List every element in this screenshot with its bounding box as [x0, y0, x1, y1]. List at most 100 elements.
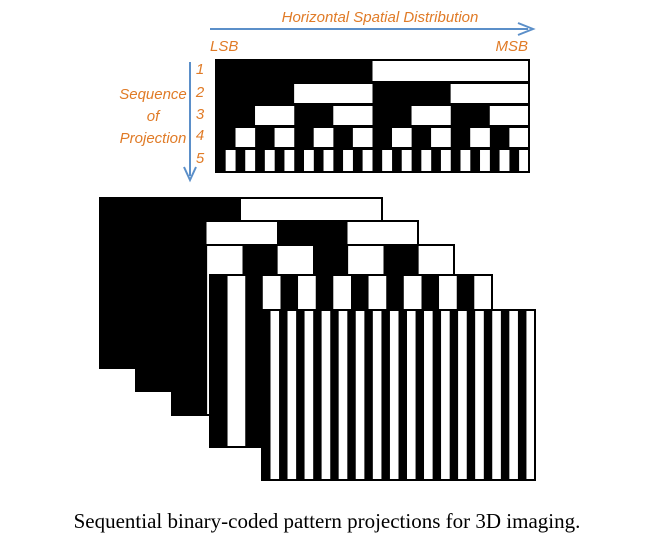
projection-frame-5-stripe-21	[432, 310, 442, 480]
pattern-row-5-stripe-27	[470, 149, 481, 172]
pattern-row-2-stripe-3	[372, 83, 451, 104]
projection-frame-5-stripe-27	[483, 310, 493, 480]
pattern-row-3-stripe-3	[294, 105, 334, 126]
projection-frame-5-stripe-20	[424, 310, 433, 480]
projection-frame-5-stripe-11	[347, 310, 356, 480]
projection-frame-5-stripe-7	[313, 310, 322, 480]
pattern-row-4-stripe-2	[235, 127, 256, 148]
pattern-row-4-stripe-1	[216, 127, 236, 148]
pattern-row-5-stripe-20	[401, 149, 412, 172]
pattern-row-5	[215, 148, 530, 173]
sequence-label-line-2: of	[147, 108, 161, 125]
projection-frame-5-stripe-15	[381, 310, 390, 480]
projection-frame-5-stripe-32	[526, 310, 535, 480]
projection-frame-5-stripe-18	[407, 310, 416, 480]
pattern-row-5-stripe-15	[352, 149, 363, 172]
pattern-row-4-stripe-11	[411, 127, 432, 148]
lsb-label: LSB	[210, 38, 238, 55]
pattern-row-5-stripe-14	[343, 149, 353, 172]
projection-frame-4-stripe-1	[210, 275, 228, 447]
pattern-row-5-stripe-10	[304, 149, 314, 172]
pattern-row-1-stripe-2	[372, 60, 529, 82]
projection-frame-5-stripe-10	[338, 310, 348, 480]
projection-frame-5-stripe-6	[304, 310, 314, 480]
msb-label: MSB	[495, 38, 528, 55]
pattern-row-4-stripe-16	[509, 127, 529, 148]
pattern-row-3-stripe-4	[333, 105, 373, 126]
projection-frame-5	[261, 309, 536, 481]
pattern-row-5-stripe-8	[284, 149, 295, 172]
pattern-row-4-stripe-8	[352, 127, 373, 148]
pattern-row-4-stripe-13	[450, 127, 471, 148]
projection-frame-5-stripe-8	[321, 310, 331, 480]
pattern-row-4-stripe-9	[372, 127, 393, 148]
figure-caption: Sequential binary-coded pattern projecti…	[73, 509, 581, 533]
pattern-row-2-stripe-1	[216, 83, 295, 104]
projection-frame-3-stripe-1	[172, 245, 208, 415]
sequence-label-line-3: Projection	[120, 130, 187, 147]
projection-frame-5-stripe-30	[509, 310, 518, 480]
pattern-row-4-stripe-4	[274, 127, 295, 148]
pattern-row-5-stripe-9	[294, 149, 305, 172]
pattern-row-5-stripe-5	[255, 149, 265, 172]
row-number-5: 5	[196, 150, 205, 167]
projection-frame-5-stripe-9	[330, 310, 339, 480]
pattern-row-5-stripe-17	[372, 149, 383, 172]
pattern-row-5-stripe-19	[392, 149, 402, 172]
vertical-arrow-head	[183, 166, 197, 183]
projection-frame-5-stripe-1	[262, 310, 271, 480]
pattern-row-5-stripe-18	[382, 149, 393, 172]
projection-frame-5-stripe-24	[458, 310, 467, 480]
projection-frame-5-stripe-5	[296, 310, 305, 480]
pattern-row-5-stripe-28	[480, 149, 490, 172]
projection-frame-5-stripe-23	[449, 310, 459, 480]
projection-frame-5-stripe-2	[270, 310, 280, 480]
projection-frame-4-stripe-2	[227, 275, 246, 447]
pattern-row-5-stripe-16	[362, 149, 373, 172]
pattern-row-4-stripe-3	[255, 127, 275, 148]
pattern-row-5-stripe-25	[450, 149, 461, 172]
pattern-row-5-stripe-31	[509, 149, 520, 172]
pattern-row-5-border	[215, 148, 530, 173]
pattern-row-1	[215, 59, 530, 83]
pattern-row-4-stripe-7	[333, 127, 353, 148]
pattern-row-5-stripe-12	[323, 149, 334, 172]
projection-frame-5-stripe-26	[475, 310, 484, 480]
pattern-row-5-stripe-13	[333, 149, 344, 172]
pattern-row-5-stripe-3	[235, 149, 246, 172]
projection-frame-5-border	[261, 309, 536, 481]
projection-frame-5-stripe-14	[372, 310, 382, 480]
pattern-row-4-stripe-15	[489, 127, 510, 148]
projection-frame-5-stripe-16	[389, 310, 399, 480]
pattern-row-4-stripe-12	[431, 127, 451, 148]
pattern-row-4-stripe-5	[294, 127, 314, 148]
pattern-row-3-stripe-6	[411, 105, 451, 126]
projection-frame-5-stripe-29	[500, 310, 510, 480]
pattern-row-2-stripe-2	[294, 83, 373, 104]
projection-frame-5-stripe-28	[492, 310, 501, 480]
pattern-row-3-stripe-2	[255, 105, 295, 126]
pattern-row-2	[215, 82, 530, 105]
projection-frame-5-stripe-31	[517, 310, 527, 480]
row-number-2: 2	[195, 84, 205, 101]
row-number-4: 4	[196, 127, 204, 144]
horizontal-arrow-head	[517, 22, 536, 36]
projection-frame-5-stripe-3	[279, 310, 288, 480]
projection-frame-4-stripe-3	[245, 275, 263, 447]
row-number-3: 3	[196, 106, 205, 123]
projection-frame-5-stripe-4	[287, 310, 297, 480]
projection-frame-5-stripe-19	[415, 310, 425, 480]
pattern-row-5-stripe-21	[411, 149, 422, 172]
pattern-row-4-stripe-6	[313, 127, 334, 148]
pattern-row-5-stripe-6	[264, 149, 275, 172]
pattern-row-5-stripe-4	[245, 149, 256, 172]
pattern-row-5-stripe-23	[431, 149, 441, 172]
pattern-row-3-stripe-7	[450, 105, 490, 126]
axis-label: Horizontal Spatial Distribution	[282, 9, 479, 26]
pattern-row-5-stripe-32	[519, 149, 529, 172]
pattern-row-5-stripe-26	[460, 149, 471, 172]
pattern-row-3-stripe-8	[489, 105, 529, 126]
pattern-row-3	[215, 104, 530, 127]
pattern-row-1-stripe-1	[216, 60, 373, 82]
pattern-row-4	[215, 126, 530, 149]
